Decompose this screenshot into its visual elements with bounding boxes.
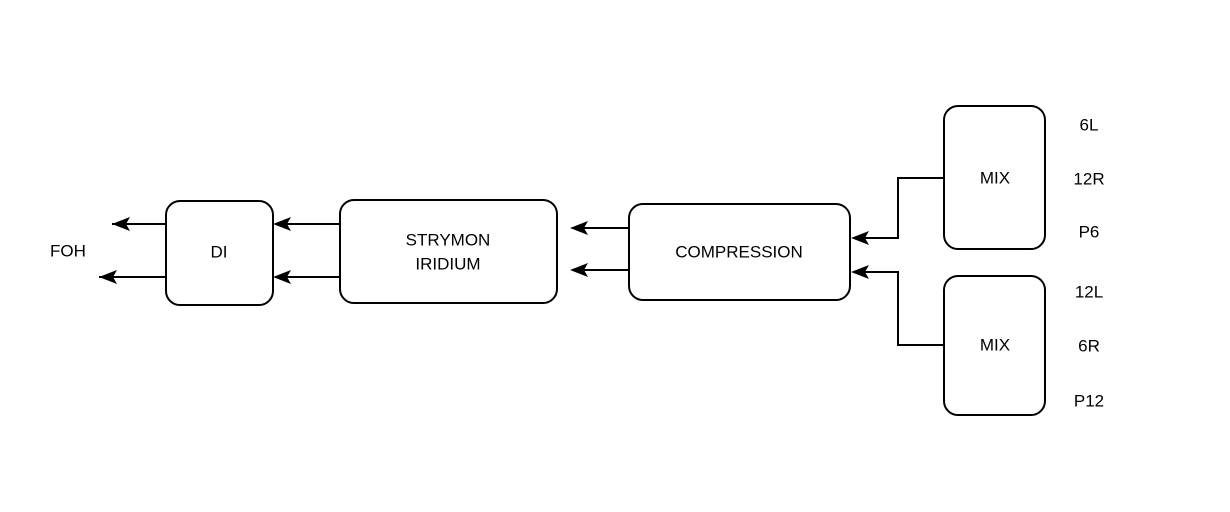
node-mix-top[interactable]: MIX — [943, 105, 1046, 250]
edge-strymon-to-di-bottom — [273, 270, 340, 284]
arrow-head-icon — [273, 217, 291, 231]
edge-strymon-to-di-top — [273, 217, 340, 231]
arrow-head-icon — [851, 231, 869, 245]
node-mix-bottom-shape[interactable] — [943, 275, 1046, 416]
arrow-head-icon — [570, 221, 588, 235]
node-strymon-iridium-label-line1: STRYMON — [406, 230, 491, 249]
edge-di-to-foh-top — [112, 217, 166, 231]
edge-line — [860, 177, 944, 239]
node-compression[interactable]: COMPRESSION — [628, 203, 851, 301]
node-strymon-iridium[interactable]: STRYMON IRIDIUM — [339, 199, 558, 304]
edge-di-to-foh-bottom — [99, 270, 166, 284]
node-compression-shape[interactable] — [628, 203, 851, 301]
port-label-12r: 12R — [1073, 169, 1104, 188]
arrow-head-icon — [273, 270, 291, 284]
edge-line — [860, 271, 944, 346]
port-label-12l: 12L — [1075, 282, 1103, 301]
node-mix-top-shape[interactable] — [943, 105, 1046, 250]
nodes-layer: DI STRYMON IRIDIUM COMPRESSION MIX MIX — [165, 105, 1046, 416]
edge-compression-to-strymon-top — [570, 221, 629, 235]
edge-compression-to-strymon-bottom — [570, 263, 629, 277]
terminal-labels-layer: FOH — [50, 241, 86, 260]
node-compression-label: COMPRESSION — [675, 242, 803, 261]
node-di-label: DI — [211, 242, 228, 261]
port-label-6l: 6L — [1080, 115, 1099, 134]
arrow-head-icon — [851, 265, 869, 279]
node-mix-bottom-label: MIX — [980, 335, 1010, 354]
edges-layer — [99, 177, 944, 346]
node-di-shape[interactable] — [165, 200, 274, 306]
edge-mixtop-to-compression — [851, 177, 944, 245]
arrow-head-icon — [112, 217, 130, 231]
node-strymon-iridium-label-line2: IRIDIUM — [415, 254, 480, 273]
node-di[interactable]: DI — [165, 200, 274, 306]
arrow-head-icon — [570, 263, 588, 277]
node-mix-bottom[interactable]: MIX — [943, 275, 1046, 416]
port-label-p12: P12 — [1074, 391, 1104, 410]
node-mix-top-label: MIX — [980, 168, 1010, 187]
terminal-label-foh: FOH — [50, 241, 86, 260]
port-label-6r: 6R — [1078, 336, 1100, 355]
node-strymon-iridium-shape[interactable] — [339, 199, 558, 304]
port-labels-layer: 6L 12R P6 12L 6R P12 — [1073, 115, 1104, 410]
arrow-head-icon — [99, 270, 117, 284]
port-label-p6: P6 — [1079, 222, 1100, 241]
edge-mixbottom-to-compression — [851, 265, 944, 346]
